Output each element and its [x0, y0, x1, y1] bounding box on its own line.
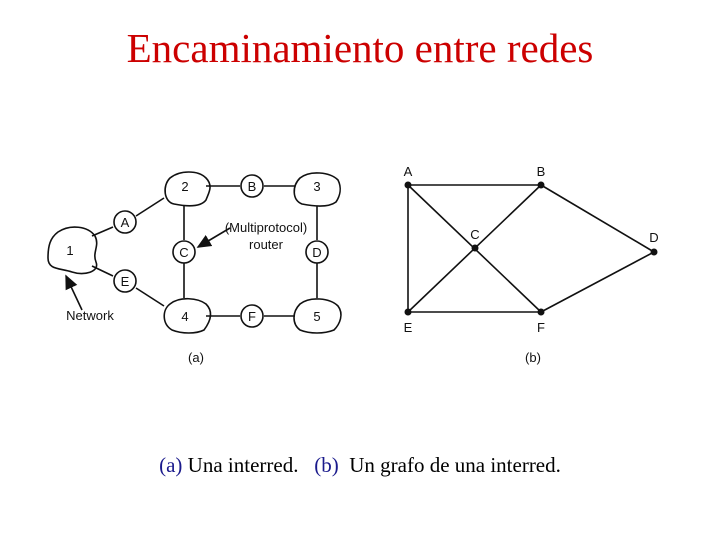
router-D: [305, 240, 329, 264]
graph-labels: A B C D E F (b): [404, 164, 659, 365]
graph-label-D: D: [649, 230, 658, 245]
router-label-F: F: [248, 309, 256, 324]
router-label-A: A: [121, 215, 130, 230]
router-C: [172, 240, 196, 264]
figure-b-label: (b): [525, 350, 541, 365]
graph-node-B: [537, 181, 545, 189]
graph-label-C: C: [470, 227, 479, 242]
network-label-4: 4: [181, 309, 188, 324]
caption-text-b: Un grafo de una interred.: [338, 453, 561, 477]
graph-nodes: [404, 181, 658, 316]
router-annotation: router: [249, 237, 284, 252]
router-B: [240, 174, 264, 198]
router-label-E: E: [121, 274, 130, 289]
network-label-1: 1: [66, 243, 73, 258]
graph-label-B: B: [537, 164, 546, 179]
graph-label-E: E: [404, 320, 413, 335]
router-label-B: B: [248, 179, 257, 194]
caption-tag-b: (b): [314, 453, 339, 477]
router-E: [113, 269, 137, 293]
network-blob-3: [293, 172, 341, 207]
network-blob-2: [164, 171, 211, 207]
caption-tag-a: (a): [159, 453, 183, 477]
router-A: [113, 210, 137, 234]
internetwork-diagram: [47, 171, 342, 334]
network-label-5: 5: [313, 309, 320, 324]
figure-a-label: (a): [188, 350, 204, 365]
multiprotocol-annotation: (Multiprotocol): [225, 220, 307, 235]
graph-node-D: [650, 248, 658, 256]
graph-diagram: [407, 184, 655, 313]
network-label-2: 2: [181, 179, 188, 194]
internetwork-labels: 1 2 3 4 5 A B C D E F (Multiprotocol) ro…: [66, 179, 322, 365]
network-blob-1: [47, 226, 98, 275]
graph-node-F: [537, 308, 545, 316]
router-label-D: D: [312, 245, 321, 260]
graph-node-A: [404, 181, 412, 189]
router-label-C: C: [179, 245, 188, 260]
network-label-3: 3: [313, 179, 320, 194]
network-annotation: Network: [66, 308, 114, 323]
figure-caption: (a) Una interred. (b) Un grafo de una in…: [0, 453, 720, 478]
caption-text-a: Una interred.: [182, 453, 299, 477]
slide-title: Encaminamiento entre redes: [126, 25, 594, 71]
graph-node-C: [471, 244, 479, 252]
graph-label-A: A: [404, 164, 413, 179]
graph-label-F: F: [537, 320, 545, 335]
network-blob-5: [293, 298, 342, 334]
graph-node-E: [404, 308, 412, 316]
router-F: [240, 304, 264, 328]
network-blob-4: [163, 297, 212, 334]
